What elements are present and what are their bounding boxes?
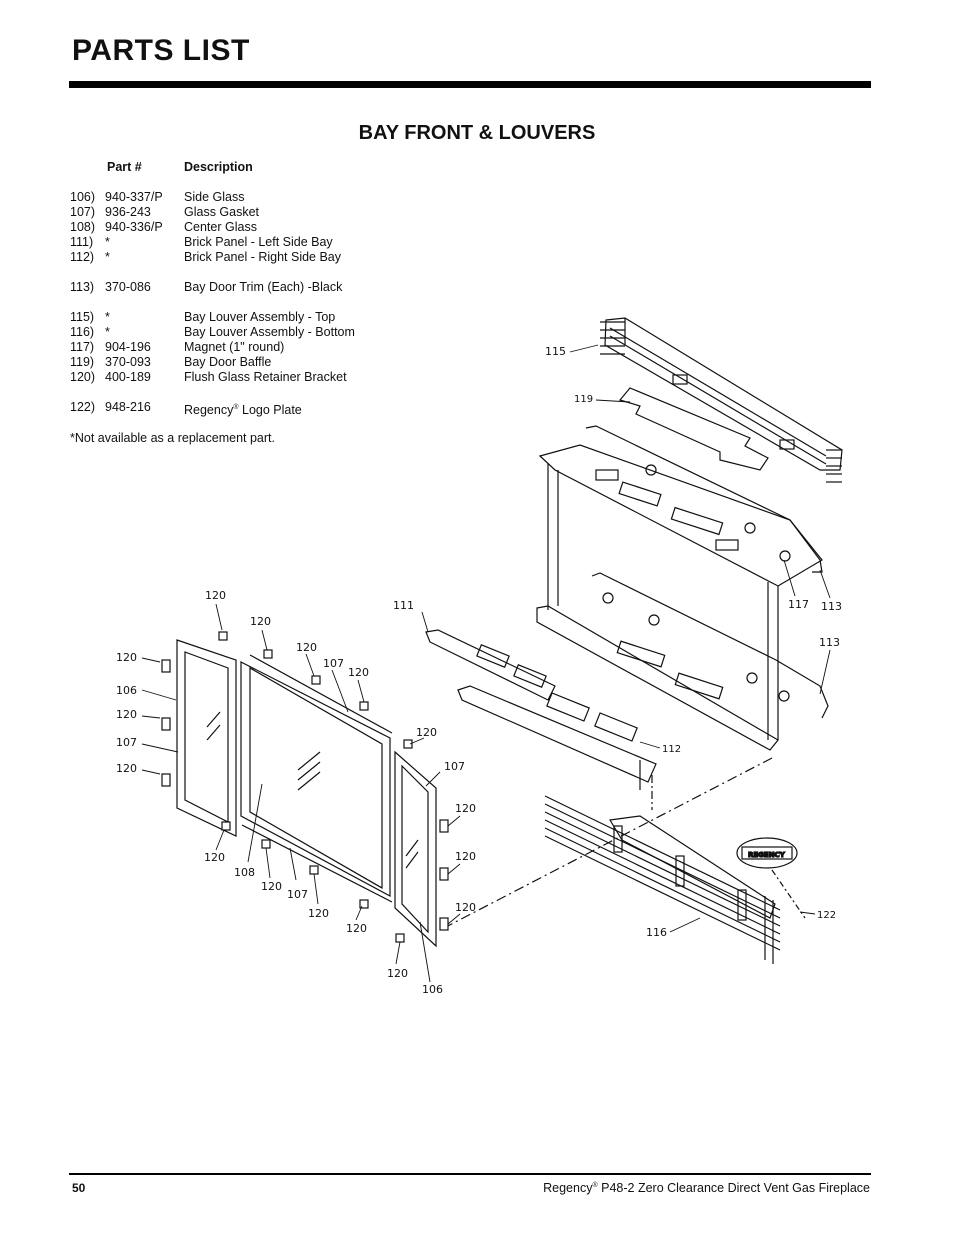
part-number: 936-243 [105,205,151,219]
description-suffix: Logo Plate [238,403,302,418]
callout-120: 120 [387,967,408,980]
part-number: 904-196 [105,340,151,354]
callout-120: 120 [116,651,137,664]
callout-120: 120 [204,851,225,864]
description-header: Description [184,160,253,174]
callout-112: 112 [662,744,681,755]
item-number: 111) [70,235,94,249]
bay-door-frame [536,425,829,751]
item-number: 120) [70,370,96,384]
part-number: 370-086 [105,280,151,294]
callout-120: 120 [250,615,271,628]
part-description: Side Glass [184,190,245,204]
callout-120: 120 [348,666,369,679]
footer-rule [69,1173,871,1175]
callout-labels: 115 119 111 117 113 113 112 116 122 120 … [116,345,842,996]
logo-plate-text: REGENCY [748,851,786,859]
callout-120: 120 [416,726,437,739]
part-description: Brick Panel - Right Side Bay [184,250,342,264]
callout-120: 120 [308,907,329,920]
item-number: 119) [70,355,95,369]
left-side-glass [176,639,237,837]
item-number: 122) [70,400,96,414]
part-number: 940-336/P [105,220,163,234]
item-number: 112) [70,250,95,264]
callout-111: 111 [393,599,414,612]
part-number: * [105,250,110,264]
title-rule [69,81,871,88]
callout-120: 120 [346,922,367,935]
callout-117: 117 [788,598,809,611]
part-description: Glass Gasket [184,205,260,219]
item-number: 117) [70,340,95,354]
part-number: * [105,235,110,249]
callout-106: 106 [116,684,137,697]
registered-mark: ® [233,404,239,411]
part-number: 400-189 [105,370,151,384]
part-description: Brick Panel - Left Side Bay [184,235,333,249]
assembly-guide-line [771,869,806,919]
footer-product: P48-2 Zero Clearance Direct Vent Gas Fir… [597,1181,870,1195]
replacement-note: *Not available as a replacement part. [70,431,275,445]
item-number: 108) [70,220,96,234]
callout-106: 106 [422,983,443,996]
part-number: 370-093 [105,355,151,369]
retainer-brackets [161,631,449,943]
callout-107: 107 [444,760,465,773]
part-number: 948-216 [105,400,151,414]
part-description: Regency® Logo Plate [184,400,302,418]
callout-122: 122 [817,910,836,921]
brand-name: Regency [184,403,234,418]
top-louver-assembly [600,317,843,483]
callout-120: 120 [296,641,317,654]
section-title: BAY FRONT & LOUVERS [358,122,596,144]
callout-120: 120 [455,850,476,863]
brick-panels [425,629,657,790]
callout-120: 120 [116,762,137,775]
callout-120: 120 [455,901,476,914]
item-number: 107) [70,205,96,219]
page-title: PARTS LIST [72,34,250,67]
callout-119: 119 [574,394,593,405]
part-description: Center Glass [184,220,257,234]
callout-116: 116 [646,926,667,939]
part-description: Magnet (1" round) [184,340,285,354]
item-number: 106) [70,190,96,204]
bottom-louver-assembly [544,795,781,964]
footer-registered-mark: ® [592,1181,598,1189]
regency-logo-plate: REGENCY [736,837,798,869]
callout-113: 113 [819,636,840,649]
part-description: Flush Glass Retainer Bracket [184,370,347,384]
bay-door-baffle [618,387,769,471]
center-glass [240,654,393,903]
callout-120: 120 [261,880,282,893]
part-number: * [105,325,110,339]
callout-120: 120 [116,708,137,721]
callout-115: 115 [545,345,566,358]
assembly-guide-line [439,757,773,931]
part-number-header: Part # [107,160,142,174]
callout-107: 107 [116,736,137,749]
part-description: Bay Door Trim (Each) -Black [184,280,343,294]
part-number: 940-337/P [105,190,163,204]
callout-120: 120 [205,589,226,602]
callout-113: 113 [821,600,842,613]
right-side-glass [394,750,437,948]
callout-leaders [141,344,831,983]
callout-107: 107 [287,888,308,901]
callout-120: 120 [455,802,476,815]
footer-product-line: Regency® P48-2 Zero Clearance Direct Ven… [543,1181,870,1195]
part-description: Bay Louver Assembly - Top [184,310,336,324]
callout-107: 107 [323,657,344,670]
item-number: 113) [70,280,95,294]
item-number: 115) [70,310,95,324]
item-number: 116) [70,325,95,339]
page-number: 50 [72,1181,86,1195]
footer-brand: Regency [543,1181,593,1195]
part-number: * [105,310,110,324]
part-description: Bay Louver Assembly - Bottom [184,325,355,339]
callout-108: 108 [234,866,255,879]
part-description: Bay Door Baffle [184,355,272,369]
